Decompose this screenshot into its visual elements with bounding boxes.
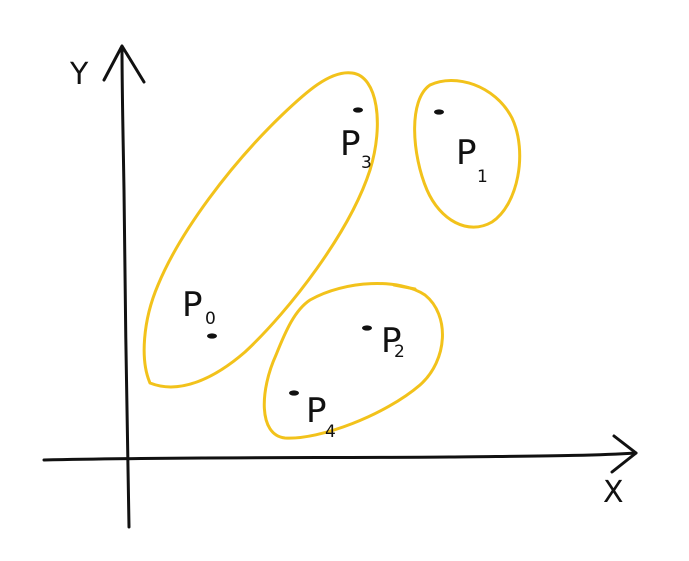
cluster-outline-p2-p4 [262,282,444,440]
point-p0-label: P [182,285,203,325]
y-axis-label: Y [69,57,89,92]
point-p3: P 3 [340,107,372,173]
point-p0: P 0 [182,285,217,339]
point-p1-marker [434,109,444,115]
point-p1-subscript: 1 [477,167,488,187]
point-p3-label: P [340,124,361,164]
point-p2-subscript: 2 [394,342,405,362]
point-p4-label: P [306,391,327,431]
point-p3-marker [353,107,363,113]
point-p1-label: P [456,133,477,173]
y-axis-line [120,46,131,529]
x-axis-line [42,451,638,462]
point-p1: P 1 [434,109,488,187]
point-p4: P 4 [289,390,336,442]
cluster-outline-p2-p4-tail [392,283,417,291]
point-p0-subscript: 0 [205,309,216,329]
point-p2-marker [362,325,372,331]
point-p3-subscript: 3 [361,153,372,173]
point-p4-subscript: 4 [325,422,336,442]
clusters [142,71,522,440]
point-p2-label: P [381,321,402,361]
y-axis-arrowhead [102,44,146,84]
x-axis-arrowhead [610,434,638,474]
cluster-outline-p1 [413,78,522,229]
point-p0-marker [207,333,217,339]
cluster-outline-p0-p3 [142,71,379,389]
point-p4-marker [289,390,299,396]
axes: Y X [42,44,638,529]
point-p2: P 2 [362,321,405,362]
points: P 0 P 1 P 2 P 3 P 4 [182,107,488,442]
x-axis-label: X [603,475,624,510]
